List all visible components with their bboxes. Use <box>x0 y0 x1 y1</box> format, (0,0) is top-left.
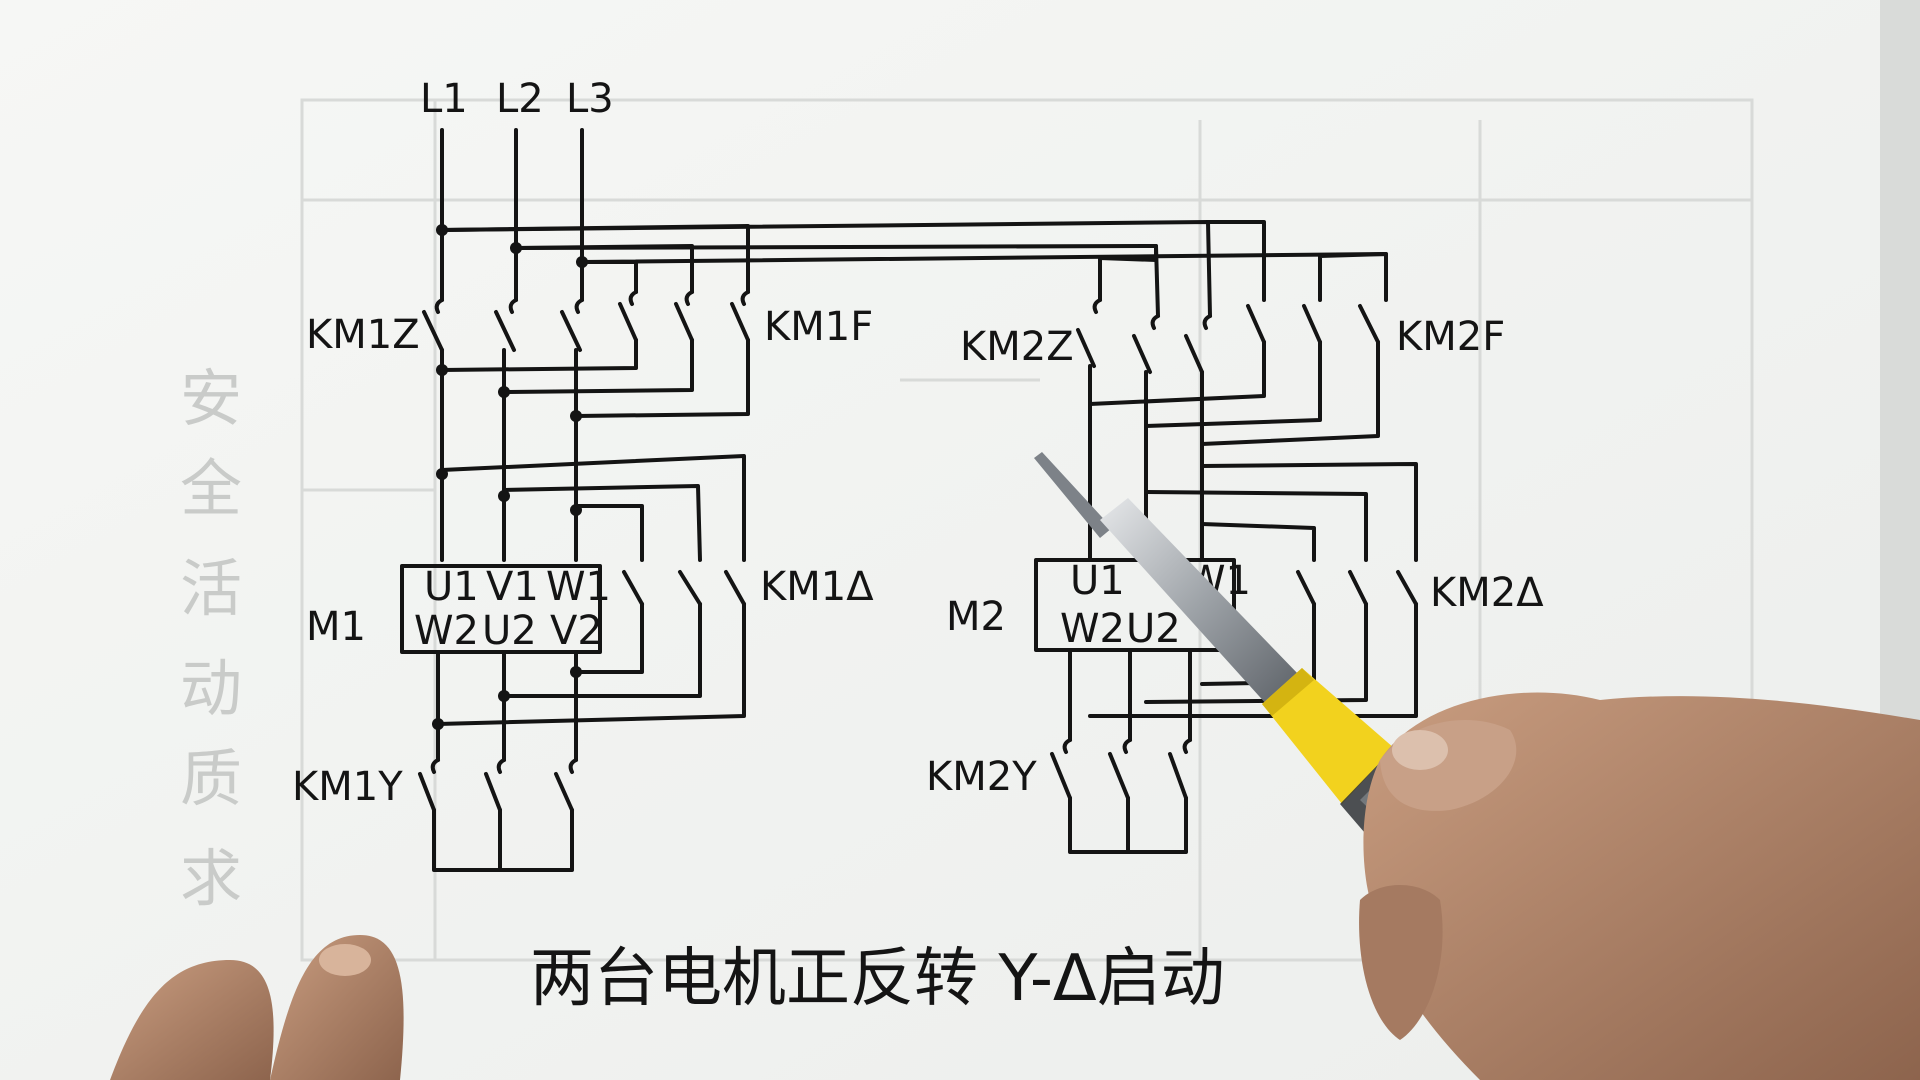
watermark-char: 动 <box>180 652 242 725</box>
watermark-char: 质 <box>180 742 242 815</box>
km2f-contacts <box>1088 304 1380 446</box>
label-km1z: KM1Z <box>306 312 420 358</box>
label-m2: M2 <box>946 594 1006 640</box>
right-hand <box>1359 692 1920 1080</box>
km2-delta-bus <box>1144 462 1418 562</box>
motor2-lower-wiring <box>1050 648 1192 854</box>
km1z-contacts <box>422 298 584 562</box>
motor1-terminal-u1: U1 <box>424 564 479 610</box>
motor1-terminal-v2: V2 <box>550 608 603 654</box>
label-km1delta: KM1Δ <box>760 564 874 610</box>
motor2-terminal-w2: W2 <box>1060 606 1125 652</box>
watermark-char: 全 <box>180 452 242 525</box>
label-km1f: KM1F <box>764 304 873 350</box>
km1f-contacts <box>440 290 750 418</box>
phase-label-l1: L1 <box>420 76 468 122</box>
label-km2delta: KM2Δ <box>1430 570 1544 616</box>
motor1-terminal-w1: W1 <box>546 564 611 610</box>
diagram-title: 两台电机正反转 Y-Δ启动 <box>530 942 1225 1016</box>
watermark-column: 安 全 活 动 质 求 <box>180 362 242 915</box>
label-km2f: KM2F <box>1396 314 1505 360</box>
motor2-terminal-u2: U2 <box>1126 606 1181 652</box>
km1-delta-bus <box>440 454 746 562</box>
label-m1: M1 <box>306 604 366 650</box>
watermark-char: 安 <box>180 362 242 435</box>
motor1-terminal-w2: W2 <box>414 608 479 654</box>
watermark-char: 求 <box>180 842 242 915</box>
motor1-terminal-u2: U2 <box>482 608 537 654</box>
phase-label-l3: L3 <box>566 76 614 122</box>
motor2-terminal-box <box>1034 558 1236 652</box>
motor1-lower-wiring <box>418 650 578 872</box>
label-km2y: KM2Y <box>926 754 1037 800</box>
watermark-char: 活 <box>180 552 242 625</box>
motor1-terminal-v1: V1 <box>486 564 539 610</box>
left-fingers <box>110 935 404 1080</box>
km2z-contacts <box>1076 298 1212 562</box>
motor2-terminal-u1: U1 <box>1070 558 1125 604</box>
label-km1y: KM1Y <box>292 764 403 810</box>
phase-label-l2: L2 <box>496 76 544 122</box>
supply-lines <box>440 128 1388 318</box>
phase-labels: L1 L2 L3 <box>420 76 614 122</box>
motor1-terminal-box <box>400 564 602 654</box>
km1delta-contacts <box>436 570 746 726</box>
label-km2z: KM2Z <box>960 324 1074 370</box>
